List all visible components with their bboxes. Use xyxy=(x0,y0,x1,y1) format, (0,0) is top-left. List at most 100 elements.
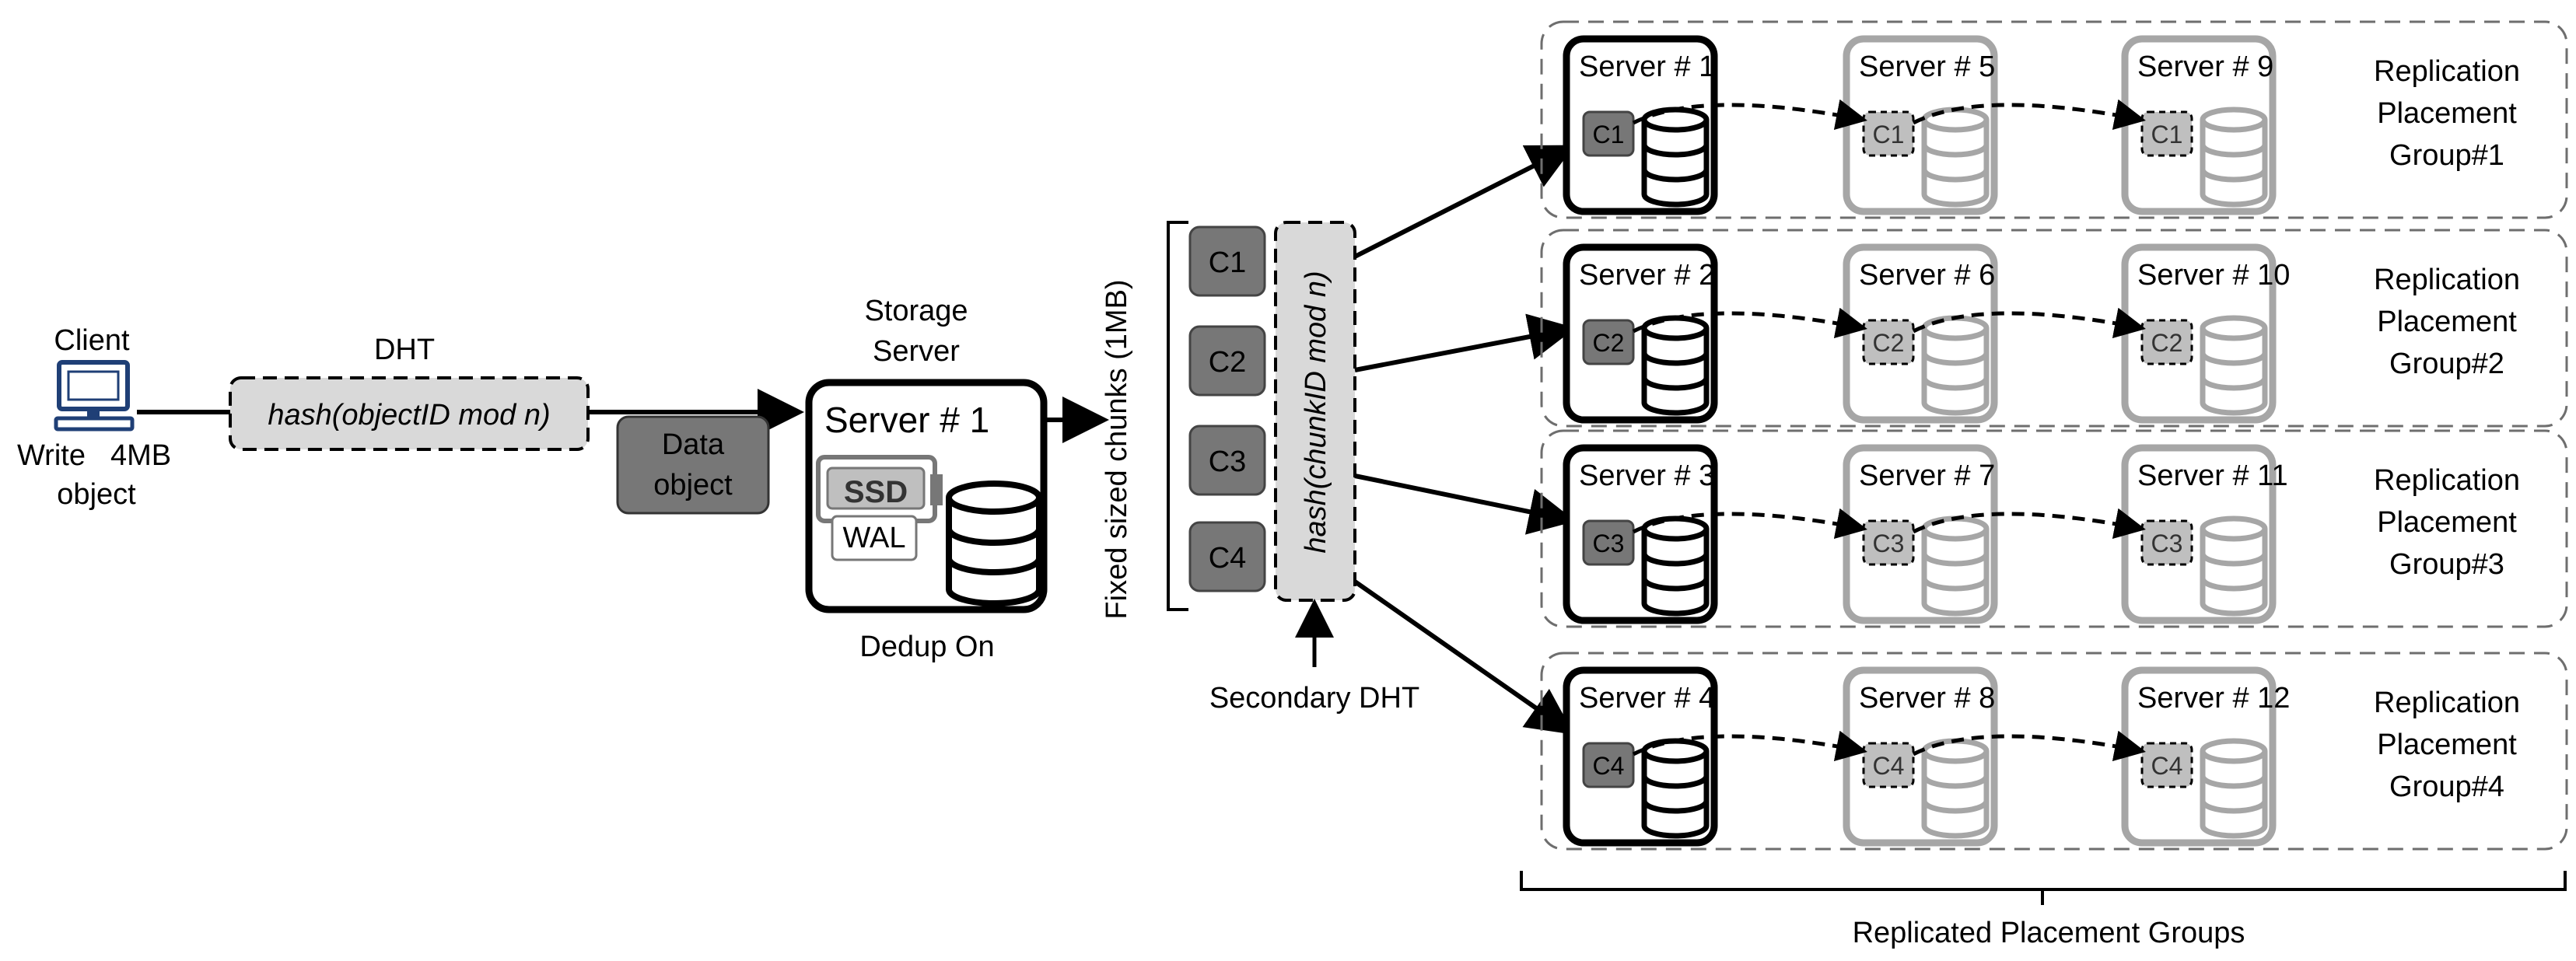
dht-node: DHT hash(objectID mod n) xyxy=(229,334,590,451)
chunk-label: C3 xyxy=(1209,446,1247,478)
server-label: Server # 2 xyxy=(1579,259,1715,292)
wal-label: WAL xyxy=(843,522,906,554)
replica-chunk: C4 xyxy=(1862,742,1915,788)
group-label-line3: Group#2 xyxy=(2389,348,2504,380)
server-label: Server # 6 xyxy=(1859,259,1995,292)
dht-hash-label: hash(objectID mod n) xyxy=(268,399,550,432)
group-label-line3: Group#1 xyxy=(2389,139,2504,172)
database-icon xyxy=(946,480,1042,606)
server-node: Server # 4 C4 xyxy=(1563,666,1718,847)
replication-arrow xyxy=(1912,307,2146,339)
fanout-arrow-group4 xyxy=(1353,579,1574,735)
data-object-line2: object xyxy=(653,469,733,501)
server-node: Server # 1 C1 xyxy=(1563,35,1718,215)
server-node: Server # 11 C3 xyxy=(2121,444,2288,624)
database-icon xyxy=(2200,515,2268,617)
database-icon xyxy=(1641,515,1710,617)
database-icon xyxy=(1641,315,1710,416)
placement-group-3: Server # 3 C3 Server # 7 C3 Server # 11 C3 Rep… xyxy=(1540,429,2568,628)
placement-group-border xyxy=(1540,429,2568,628)
chunk-label: C1 xyxy=(1593,121,1625,149)
chunk-label: C4 xyxy=(1593,752,1625,780)
fanout-arrow-group3 xyxy=(1354,474,1576,535)
placement-group-1: Server # 1 C1 Server # 5C1 Server # 9 C1 Repl… xyxy=(1540,20,2568,219)
group-label-line2: Placement xyxy=(2377,306,2517,338)
ssd-label: SSD xyxy=(844,475,908,509)
secondary-dht-hash-label: hash(chunkID mod n) xyxy=(1300,271,1332,553)
group-label-line2: Placement xyxy=(2377,97,2517,130)
database-icon xyxy=(1641,738,1710,839)
chunk-c4: C4 xyxy=(1188,521,1266,592)
placement-group-border xyxy=(1540,229,2568,428)
chunk-label: C4 xyxy=(1873,752,1905,780)
placement-group-border xyxy=(1540,20,2568,219)
replica-chunk: C3 xyxy=(2140,519,2193,566)
server-label: Server # 8 xyxy=(1859,682,1995,715)
chunk-label: C4 xyxy=(2151,752,2183,780)
chunk-label: C3 xyxy=(1873,529,1905,557)
chunks-bracket xyxy=(1167,221,1188,611)
server-label: Server # 5 xyxy=(1859,51,1995,83)
chunk-label: C1 xyxy=(2151,121,2183,149)
data-object-box: Data object xyxy=(616,415,770,515)
database-icon xyxy=(1921,738,1990,839)
server-node: Server # 9 C1 xyxy=(2121,35,2277,215)
chunk-c3: C3 xyxy=(1188,425,1266,496)
group-label-line1: Replication xyxy=(2374,264,2520,296)
chunk-label: C4 xyxy=(1209,542,1247,575)
database-icon xyxy=(1921,315,1990,416)
chunk-group: Fixed sized chunks (1MB) C1 C2 C3 C4 xyxy=(1101,221,1266,620)
server-label: Server # 11 xyxy=(2137,460,2288,492)
replica-chunk: C2 xyxy=(1862,319,1915,365)
replication-arrow xyxy=(1632,508,1867,540)
chunk-c1: C1 xyxy=(1188,225,1266,297)
database-icon xyxy=(2200,107,2268,208)
replication-arrow xyxy=(1632,730,1867,762)
replica-chunk: C4 xyxy=(2140,742,2193,788)
database-icon xyxy=(2200,738,2268,839)
group-label-line3: Group#4 xyxy=(2389,771,2504,803)
replica-chunk: C1 xyxy=(1582,110,1635,157)
chunk-label: C3 xyxy=(1593,529,1625,557)
database-icon xyxy=(2200,315,2268,416)
fanout-arrow-group2 xyxy=(1354,313,1576,372)
chunk-c2: C2 xyxy=(1188,325,1266,397)
server-label: Server # 1 xyxy=(1579,51,1715,83)
server-label: Server # 3 xyxy=(1579,460,1715,492)
storage-server-title-line1: Storage xyxy=(864,295,968,327)
secondary-dht-node: hash(chunkID mod n) Secondary DHT xyxy=(1209,221,1419,715)
server-label: Server # 4 xyxy=(1579,682,1715,715)
replica-chunk: C1 xyxy=(2140,110,2193,157)
server-node: Server # 2 C2 xyxy=(1563,243,1718,424)
server-label: Server # 9 xyxy=(2137,51,2273,83)
chunk-label: C2 xyxy=(2151,329,2183,357)
group-label-line1: Replication xyxy=(2374,687,2520,719)
group-label-line2: Placement xyxy=(2377,729,2517,761)
group-label-line1: Replication xyxy=(2374,55,2520,88)
server-node: Server # 8 C4 xyxy=(1843,666,1998,847)
server-node: Server # 6 C2 xyxy=(1843,243,1998,424)
chunk-label: C2 xyxy=(1209,346,1247,379)
secondary-dht-hash-box xyxy=(1274,221,1356,602)
replica-chunk: C2 xyxy=(1582,319,1635,365)
storage-server-label: Server # 1 xyxy=(824,400,989,440)
server-label: Server # 7 xyxy=(1859,460,1995,492)
object-label: object xyxy=(57,478,136,511)
dedup-label: Dedup On xyxy=(859,631,994,663)
replication-arrow xyxy=(1632,307,1867,339)
placement-group-border xyxy=(1540,652,2568,851)
chunk-label: C2 xyxy=(1873,329,1905,357)
storage-server-node: Storage Server Server # 1 SSD WAL Dedup … xyxy=(805,295,1048,663)
placement-groups-bracket xyxy=(1520,871,2567,905)
server-node: Server # 5C1 xyxy=(1843,35,1998,215)
footer-label: Replicated Placement Groups xyxy=(1853,917,2245,949)
client-node: Client Write 4MB object xyxy=(17,324,171,511)
